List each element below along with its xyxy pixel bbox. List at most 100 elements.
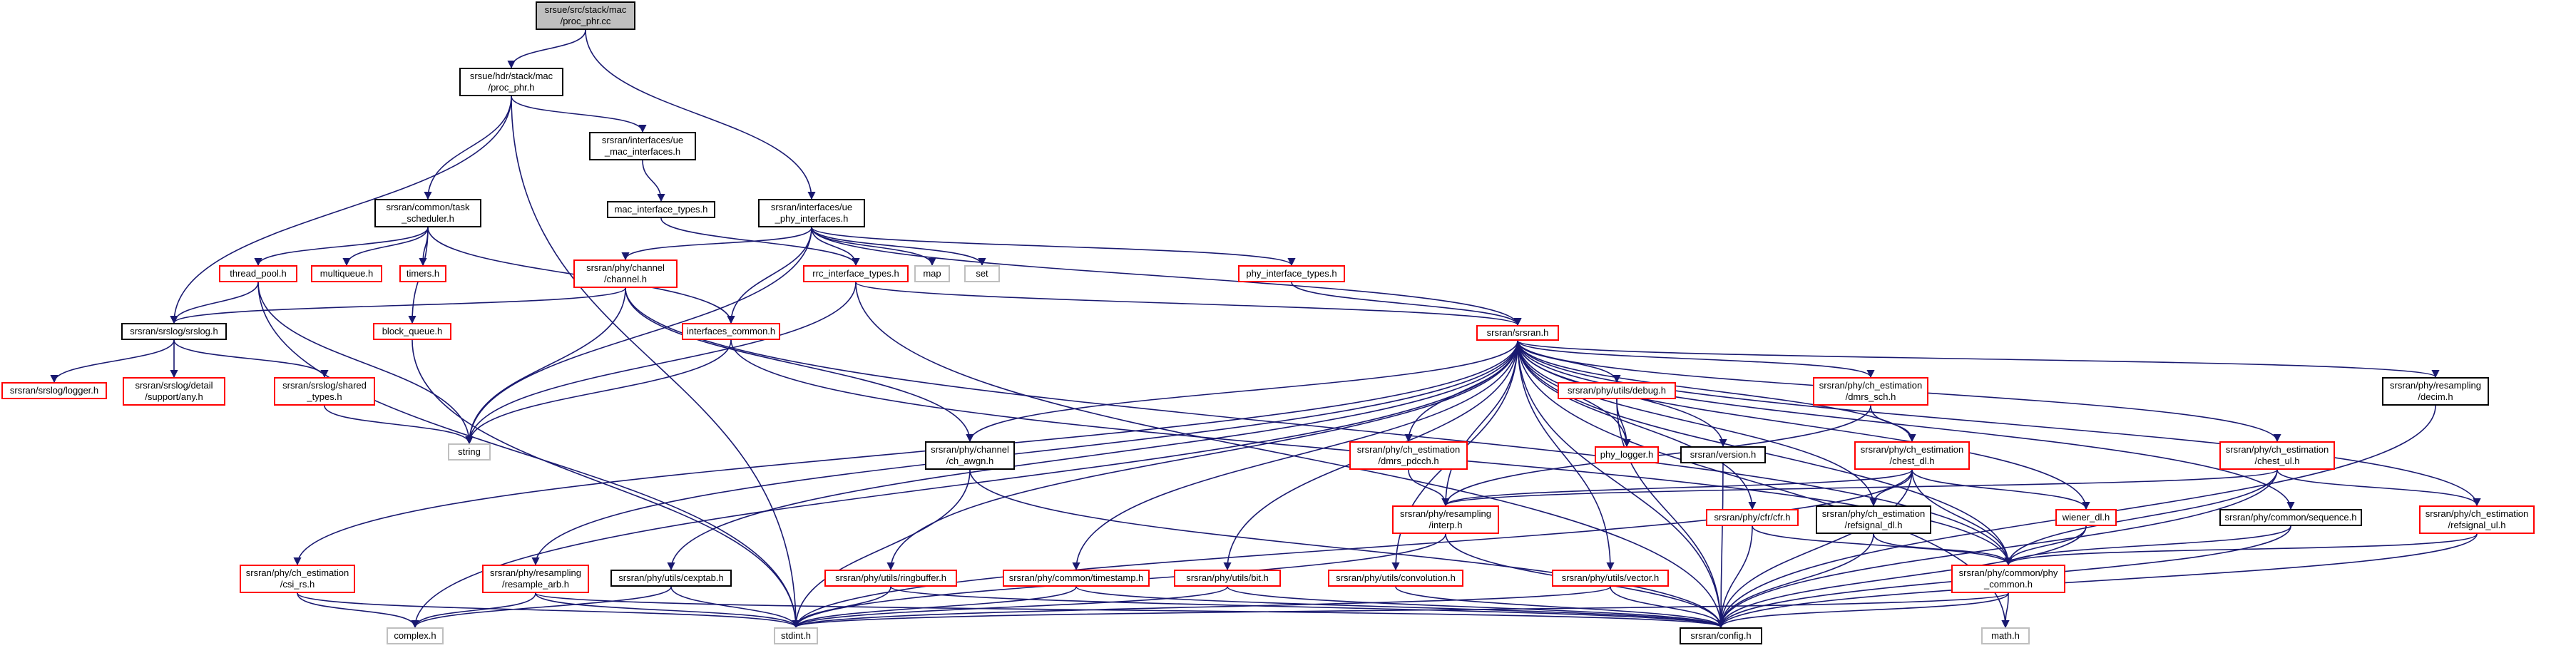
edge-srsran_h-to-cexptab	[667, 340, 1518, 571]
node-sequence[interactable]: srsran/phy/common/sequence.h	[2219, 509, 2362, 526]
node-bit[interactable]: srsran/phy/utils/bit.h	[1174, 570, 1281, 587]
edge-rrc_if_types-to-srsran_h	[855, 282, 1522, 326]
edge-ue_phy_if-to-rrc_if_types	[811, 227, 860, 267]
node-refsignal-ul[interactable]: srsran/phy/ch_estimation /refsignal_ul.h	[2419, 505, 2535, 534]
edge-resample_arb-to-stdint	[535, 592, 800, 629]
node-phy-common[interactable]: srsran/phy/common/phy _common.h	[1951, 565, 2065, 593]
edge-timestamp-to-stdint	[792, 586, 1077, 629]
edge-thread_pool-to-stdint	[257, 282, 800, 629]
edge-chest_ul-to-interp	[1441, 469, 2278, 507]
node-refsignal-dl[interactable]: srsran/phy/ch_estimation /refsignal_dl.h	[1816, 505, 1931, 534]
node-convolution[interactable]: srsran/phy/utils/convolution.h	[1328, 570, 1463, 587]
node-stdint: stdint.h	[774, 627, 818, 644]
node-version[interactable]: srsran/version.h	[1680, 446, 1766, 463]
edge-ue_phy_if-to-map	[811, 227, 936, 267]
edge-ue_phy_if-to-phy_if_types	[811, 227, 1296, 267]
node-multiqueue[interactable]: multiqueue.h	[311, 265, 382, 282]
edge-ue_phy_if-to-phy_channel	[621, 227, 812, 261]
edge-srslog-to-shared_types	[173, 339, 329, 379]
node-phy-debug[interactable]: srsran/phy/utils/debug.h	[1558, 382, 1676, 399]
node-task-scheduler[interactable]: srsran/common/task _scheduler.h	[374, 199, 481, 227]
node-chest-dl[interactable]: srsran/phy/ch_estimation /chest_dl.h	[1854, 441, 1970, 470]
node-ringbuffer[interactable]: srsran/phy/utils/ringbuffer.h	[824, 570, 957, 587]
edge-refsignal_dl-to-config	[1717, 533, 1874, 629]
node-wiener-dl[interactable]: wiener_dl.h	[2055, 509, 2117, 526]
edge-ringbuffer-to-config	[890, 586, 1725, 629]
node-timers[interactable]: timers.h	[399, 265, 446, 282]
node-mac-interface-types[interactable]: mac_interface_types.h	[607, 201, 715, 218]
edge-cfr-to-phy_common	[1752, 525, 2013, 566]
node-thread-pool[interactable]: thread_pool.h	[219, 265, 297, 282]
node-rrc-interface-types[interactable]: rrc_interface_types.h	[803, 265, 909, 282]
node-shared-types[interactable]: srsran/srslog/shared _types.h	[274, 377, 375, 406]
node-srsran-h[interactable]: srsran/srsran.h	[1476, 325, 1559, 341]
node-ue-mac-interfaces[interactable]: srsran/interfaces/ue _mac_interfaces.h	[589, 132, 696, 160]
edge-proc_phr_h-to-ue_mac_if	[511, 96, 647, 133]
node-vector[interactable]: srsran/phy/utils/vector.h	[1552, 570, 1669, 587]
edge-csi_rs-to-complex	[297, 592, 419, 629]
edge-ue_phy_if-to-interfaces_common	[727, 227, 812, 324]
node-interfaces-common[interactable]: interfaces_common.h	[682, 323, 780, 340]
node-phy-interface-types[interactable]: phy_interface_types.h	[1238, 265, 1345, 282]
edge-refsignal_ul-to-phy_common	[2004, 533, 2478, 566]
edge-chest_dl-to-wiener_dl	[1911, 469, 2090, 510]
edge-phy_channel-to-phy_common	[625, 287, 2013, 566]
edge-srsran_h-to-dmrs_sch	[1517, 340, 1875, 379]
node-timestamp[interactable]: srsran/phy/common/timestamp.h	[1003, 570, 1150, 587]
node-decim[interactable]: srsran/phy/resampling /decim.h	[2382, 377, 2489, 406]
edge-ch_awgn-to-config	[969, 469, 1725, 629]
node-config[interactable]: srsran/config.h	[1680, 627, 1762, 644]
edge-srsran_h-to-ch_awgn	[966, 340, 1518, 443]
edge-wiener_dl-to-config	[1717, 525, 2087, 629]
edge-shared_types-to-string	[324, 405, 474, 445]
edge-version-to-config	[1717, 463, 1725, 629]
edge-vector-to-stdint	[792, 586, 1611, 629]
node-phy-channel[interactable]: srsran/phy/channel /channel.h	[573, 259, 678, 288]
node-srslog-any[interactable]: srsran/srslog/detail /support/any.h	[123, 377, 225, 406]
node-srslog[interactable]: srsran/srslog/srslog.h	[121, 323, 227, 340]
edge-phy_debug-to-config	[1616, 399, 1725, 629]
node-ch-awgn[interactable]: srsran/phy/channel /ch_awgn.h	[925, 441, 1015, 470]
edge-dmrs_pdcch-to-interp	[1408, 469, 1450, 507]
node-dmrs-pdcch[interactable]: srsran/phy/ch_estimation /dmrs_pdcch.h	[1349, 441, 1468, 470]
node-csi-rs[interactable]: srsran/phy/ch_estimation /csi_rs.h	[240, 565, 355, 593]
node-cfr[interactable]: srsran/phy/cfr/cfr.h	[1706, 509, 1799, 526]
edge-refsignal_dl-to-phy_common	[1873, 533, 2013, 566]
node-phy-logger[interactable]: phy_logger.h	[1595, 446, 1659, 463]
edge-sequence-to-phy_common	[2004, 525, 2291, 566]
edge-phy_channel-to-srslog	[170, 287, 626, 324]
node-block-queue[interactable]: block_queue.h	[373, 323, 451, 340]
node-chest-ul[interactable]: srsran/phy/ch_estimation /chest_ul.h	[2219, 441, 2335, 470]
edge-proc_phr_h-to-stdint	[511, 96, 800, 629]
edge-timestamp-to-config	[1075, 586, 1725, 629]
edge-refsignal_ul-to-config	[1717, 533, 2478, 629]
node-proc-phr-h[interactable]: srsue/hdr/stack/mac /proc_phr.h	[459, 68, 563, 96]
node-srslog-logger[interactable]: srsran/srslog/logger.h	[1, 382, 107, 399]
edge-srsran_h-to-decim	[1517, 340, 2440, 379]
node-complex: complex.h	[387, 627, 444, 644]
node-cexptab[interactable]: srsran/phy/utils/cexptab.h	[610, 570, 732, 587]
node-string: string	[448, 443, 491, 461]
edge-thread_pool-to-string	[257, 282, 474, 445]
node-interp[interactable]: srsran/phy/resampling /interp.h	[1392, 505, 1499, 534]
edge-chest_dl-to-config	[1717, 469, 1913, 629]
node-root-proc-phr-cc: srsue/src/stack/mac /proc_phr.cc	[536, 1, 635, 30]
edge-ue_mac_if-to-mac_if_types	[642, 160, 665, 202]
node-dmrs-sch[interactable]: srsran/phy/ch_estimation /dmrs_sch.h	[1813, 377, 1928, 406]
edge-convolution-to-config	[1395, 586, 1725, 629]
node-resample-arb[interactable]: srsran/phy/resampling /resample_arb.h	[482, 565, 589, 593]
node-ue-phy-interfaces[interactable]: srsran/interfaces/ue _phy_interfaces.h	[758, 199, 865, 227]
edge-ch_awgn-to-stdint	[792, 469, 971, 629]
edge-ue_phy_if-to-set	[811, 227, 986, 267]
edge-chest_dl-to-interp	[1441, 469, 1913, 507]
edge-bit-to-stdint	[792, 586, 1228, 629]
node-set: set	[964, 265, 1000, 282]
edge-root-to-proc_phr_h	[507, 29, 586, 69]
edge-srsran_h-to-timestamp	[1072, 340, 1518, 571]
edge-dmrs_sch-to-chest_dl	[1870, 405, 1916, 443]
edge-chest_dl-to-phy_common	[1911, 469, 2013, 566]
edge-root-to-ue_phy_if	[585, 29, 816, 200]
node-math: math.h	[1981, 627, 2030, 644]
edge-srsran_h-to-vector	[1517, 340, 1615, 571]
